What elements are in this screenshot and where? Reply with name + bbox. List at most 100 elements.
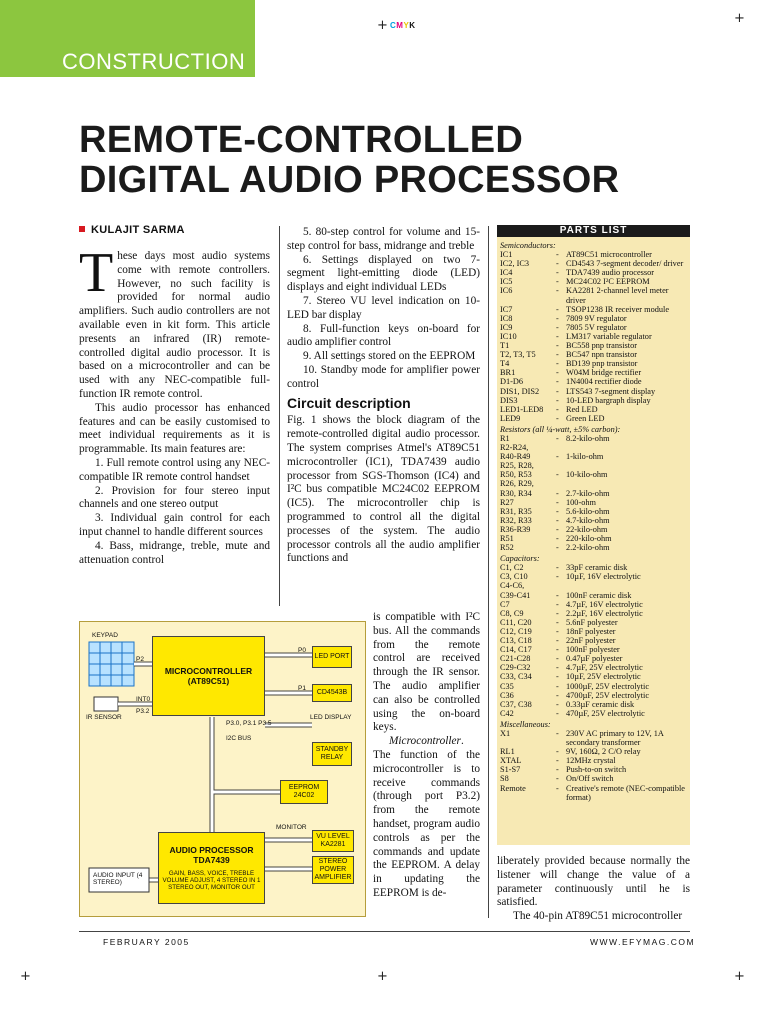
- part-dash: [556, 461, 566, 470]
- part-dash: -: [556, 286, 559, 296]
- part-reference: C7: [500, 599, 510, 609]
- part-description: 1N4004 rectifier diode: [566, 377, 642, 387]
- part-dash: -: [556, 404, 559, 414]
- parts-section-heading: Capacitors:: [500, 554, 540, 564]
- audio-input-box: [88, 867, 150, 893]
- circuit-paragraph: Fig. 1 shows the block diagram of the re…: [287, 414, 480, 565]
- parts-row: IC2, IC3-CD4543 7-segment decoder/ drive…: [500, 259, 687, 268]
- part-description: 5.6nF polyester: [566, 617, 618, 627]
- part-description: [566, 479, 687, 488]
- microcontroller-paragraph: Microcontroller. The function of the mic…: [373, 735, 480, 901]
- registration-mark-top-center: +: [377, 18, 388, 33]
- part-description: CD4543 7-segment decoder/ driver: [566, 259, 684, 269]
- parts-row: R51-220-kilo-ohm: [500, 534, 687, 543]
- audio-processor-block: AUDIO PROCESSOR TDA7439 GAIN, BASS, VOIC…: [158, 832, 265, 904]
- part-dash: -: [556, 322, 559, 332]
- part-description: LM317 variable regulator: [566, 331, 652, 341]
- part-reference: IC1: [500, 250, 513, 260]
- part-description: AT89C51 microcontroller: [566, 250, 652, 260]
- led-port-text: LED PORT: [314, 653, 350, 660]
- feature-item: 1. Full remote control using any NEC-com…: [79, 456, 270, 483]
- part-dash: -: [556, 331, 559, 341]
- parts-row: R25, R28,: [500, 461, 687, 470]
- continued-paragraph: The 40-pin AT89C51 microcontroller: [513, 910, 683, 923]
- part-reference: D1-D6: [500, 377, 524, 387]
- part-description: [566, 443, 687, 452]
- parts-row: D1-D6 -1N4004 rectifier diode: [500, 377, 687, 386]
- parts-row: LED1-LED8-Red LED: [500, 405, 687, 414]
- part-reference: R51: [500, 534, 514, 543]
- parts-row: Remote-Creative's remote (NEC-compatible…: [500, 784, 687, 802]
- part-reference: C42: [500, 708, 514, 718]
- part-dash: -: [556, 377, 559, 387]
- part-description: 8.2-kilo-ohm: [566, 433, 610, 443]
- eeprom-text: EEPROM 24C02: [288, 784, 320, 799]
- author-byline: KULAJIT SARMA: [79, 224, 185, 236]
- part-reference: IC7: [500, 304, 513, 314]
- parts-section-heading: Semiconductors:: [500, 241, 556, 250]
- standby-relay-block: STANDBY RELAY: [312, 742, 352, 766]
- part-reference: IC5: [500, 277, 513, 287]
- parts-row: XTAL-12MHz crystal: [500, 756, 687, 765]
- part-dash: -: [556, 681, 559, 691]
- section-label: CONSTRUCTION: [62, 49, 246, 74]
- part-dash: -: [556, 268, 559, 278]
- parts-row: X1-230V AC primary to 12V, 1A secondary …: [500, 729, 687, 747]
- part-description: 230V AC primary to 12V, 1A secondary tra…: [566, 728, 664, 748]
- part-description: 10-LED bargraph display: [566, 395, 651, 405]
- part-description: 18nF polyester: [566, 626, 616, 636]
- part-reference: C36: [500, 690, 514, 700]
- part-dash: -: [556, 626, 559, 636]
- parts-row: R26, R29,: [500, 479, 687, 488]
- microcontroller-text: . The function of the microcontroller is…: [373, 735, 480, 899]
- part-reference: R52: [500, 543, 514, 553]
- article-headline: REMOTE-CONTROLLED DIGITAL AUDIO PROCESSO…: [79, 120, 699, 200]
- parts-row: LED9-Green LED: [500, 414, 687, 423]
- article-column-2-narrow: is compatible with I²C bus. All the comm…: [373, 611, 480, 901]
- part-dash: -: [556, 728, 559, 738]
- part-description: BD139 pnp transistor: [566, 359, 638, 369]
- part-reference: C12, C19: [500, 626, 532, 636]
- part-dash: -: [556, 747, 559, 757]
- p32-label: P3.2: [136, 708, 150, 715]
- part-dash: -: [556, 699, 559, 709]
- part-reference: C3, C10: [500, 572, 528, 582]
- part-description: 0.47µF polyester: [566, 654, 623, 664]
- parts-row: R50, R53-10-kilo-ohm: [500, 470, 687, 479]
- part-description: 1-kilo-ohm: [566, 452, 604, 462]
- part-description: [566, 581, 687, 590]
- block-diagram-figure: KEYPAD IR SENSOR MICROCONTROLLER (AT89C5…: [79, 621, 366, 917]
- part-dash: -: [556, 413, 559, 423]
- registration-mark-bottom-left: +: [20, 969, 31, 984]
- parts-row: IC9-7805 5V regulator: [500, 323, 687, 332]
- parts-section-heading: Resistors (all ¼-watt, ±5% carbon):: [500, 424, 621, 434]
- part-dash: -: [556, 534, 559, 543]
- part-description: 7809 9V regulator: [566, 313, 627, 323]
- part-description: 9V, 160Ω, 2 C/O relay: [566, 747, 641, 757]
- parts-row: R2-R24,: [500, 443, 687, 452]
- parts-row: IC7-TSOP1238 IR receiver module: [500, 305, 687, 314]
- feature-item: 9. All settings stored on the EEPROM: [303, 350, 476, 363]
- section-subheading: Circuit description: [287, 394, 411, 411]
- part-description: 22-kilo-ohm: [566, 524, 608, 534]
- parts-row: C14, C17-100nF polyester: [500, 645, 687, 654]
- part-reference: IC10: [500, 331, 517, 341]
- registration-mark-bottom-center: +: [377, 969, 388, 984]
- part-description: 22nF polyester: [566, 636, 616, 646]
- part-reference: IC2, IC3: [500, 259, 530, 269]
- part-dash: -: [556, 645, 559, 655]
- feature-item: 4. Bass, midrange, treble, mute and atte…: [79, 539, 270, 566]
- drop-cap: T: [79, 242, 114, 304]
- part-description: BC547 npn transistor: [566, 350, 637, 360]
- part-description: TDA7439 audio processor: [566, 268, 655, 278]
- parts-row: C39-C41-100nF ceramic disk: [500, 591, 687, 600]
- part-description: 7805 5V regulator: [566, 322, 627, 332]
- part-description: Push-to-on switch: [566, 765, 627, 775]
- part-reference: LED1-LED8: [500, 404, 544, 414]
- parts-row: C11, C20-5.6nF polyester: [500, 618, 687, 627]
- part-reference: R36-R39: [500, 524, 531, 534]
- cmyk-mark-top-center: CMYK: [390, 21, 416, 30]
- part-description: 2.7-kilo-ohm: [566, 488, 610, 498]
- headline-line-1: REMOTE-CONTROLLED: [79, 119, 524, 161]
- parts-row: R30, R34-2.7-kilo-ohm: [500, 489, 687, 498]
